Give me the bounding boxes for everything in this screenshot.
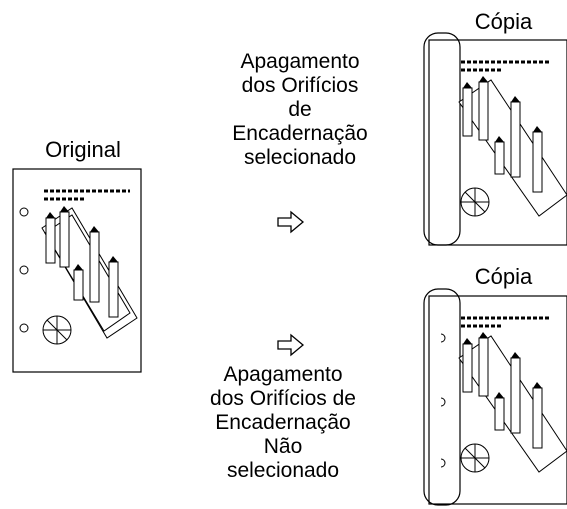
chart-art-icon bbox=[458, 60, 567, 217]
right-arrow-icon-bottom bbox=[277, 333, 305, 357]
chart-art-icon bbox=[458, 316, 567, 473]
copy-label-top: Cópia bbox=[474, 9, 533, 34]
chart-art-icon bbox=[41, 189, 138, 345]
punch-hole-icon bbox=[19, 207, 29, 217]
original-label: Original bbox=[45, 137, 121, 162]
punch-hole-icon bbox=[440, 458, 446, 468]
copy-page-not-selected bbox=[423, 288, 567, 506]
erase-not-selected-label: Apagamento dos Orifícios de Encadernação… bbox=[210, 363, 356, 482]
copy-label-bottom: Cópia bbox=[474, 264, 533, 289]
erase-selected-label: Apagamento dos Orifícios de Encadernação… bbox=[232, 50, 368, 169]
punch-hole-icon bbox=[440, 333, 446, 343]
punch-hole-icon bbox=[19, 265, 29, 275]
original-page bbox=[12, 168, 142, 373]
copy-page-selected bbox=[423, 32, 567, 246]
punch-hole-icon bbox=[19, 323, 29, 333]
punch-hole-icon bbox=[440, 397, 446, 407]
right-arrow-icon-top bbox=[277, 210, 305, 234]
